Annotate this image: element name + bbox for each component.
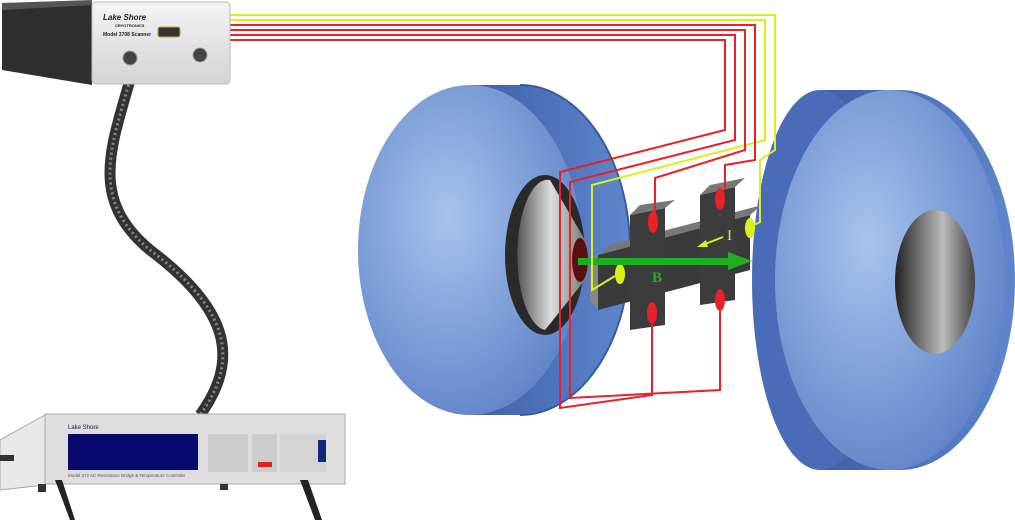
left-magnet-coil xyxy=(358,84,631,416)
model-3708-scanner: Lake Shore CRYOTRONICS Model 3708 Scanne… xyxy=(2,0,231,85)
wiring xyxy=(230,14,776,410)
cable-port xyxy=(122,50,138,66)
contact-bottom-left xyxy=(647,302,657,324)
scanner-brand: Lake Shore xyxy=(103,13,147,22)
controller-stand xyxy=(55,480,75,520)
contact-top-right xyxy=(715,188,725,210)
controller-brand: Lake Shore xyxy=(68,425,99,431)
current-label: I xyxy=(727,228,732,244)
voltage-wire xyxy=(230,19,766,292)
scanner-brand-sub: CRYOTRONICS xyxy=(115,23,145,28)
current-wire xyxy=(230,39,726,410)
contact-top-left xyxy=(648,211,658,233)
controller-keypad[interactable] xyxy=(208,434,326,472)
controller-stand xyxy=(300,480,322,520)
current-arrow: I xyxy=(697,228,732,247)
magnet-bore xyxy=(895,210,975,354)
current-wire xyxy=(230,29,746,212)
controller-display xyxy=(68,434,198,470)
model-372-controller: Lake Shore Model 372 AC Resistance Bridg… xyxy=(0,413,346,520)
right-magnet-coil xyxy=(752,90,1015,470)
current-wire xyxy=(230,24,756,190)
contact-current-right xyxy=(745,218,755,238)
contact-current-left xyxy=(615,264,625,284)
scanner-model-label: Model 3708 Scanner xyxy=(103,32,151,38)
controller-model-label: Model 372 AC Resistance Bridge & Tempera… xyxy=(68,473,186,478)
current-wire xyxy=(230,34,736,400)
db-connector xyxy=(157,26,181,38)
field-label: B xyxy=(652,270,662,286)
scanner-cable xyxy=(104,78,229,419)
field-arrow: B xyxy=(578,252,752,286)
cable-port xyxy=(192,47,208,63)
contact-bottom-right xyxy=(715,289,725,311)
pole-piece-cone xyxy=(517,179,585,330)
voltage-wire xyxy=(230,14,776,227)
